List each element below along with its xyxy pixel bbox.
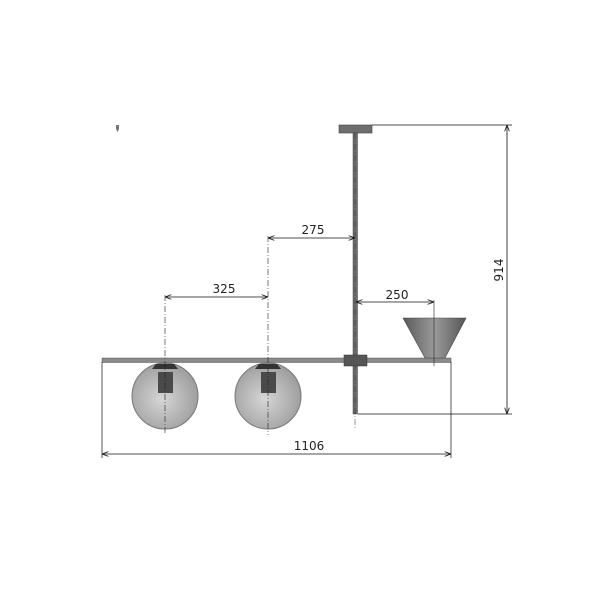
dim-label-914: 914 <box>492 259 506 282</box>
center-connector <box>343 354 368 367</box>
cone-shade <box>402 300 467 366</box>
dim-label-250: 250 <box>386 288 409 302</box>
dim-label-325: 325 <box>213 282 236 296</box>
ceiling-canopy <box>338 124 373 134</box>
small-marker <box>116 125 119 132</box>
dim-label-1106: 1106 <box>294 439 325 453</box>
horizontal-arm <box>101 357 452 363</box>
dim-label-275: 275 <box>302 223 325 237</box>
globe-lamp-middle <box>234 236 302 435</box>
globe-lamp-left <box>131 295 199 435</box>
extension-lines <box>101 124 512 458</box>
